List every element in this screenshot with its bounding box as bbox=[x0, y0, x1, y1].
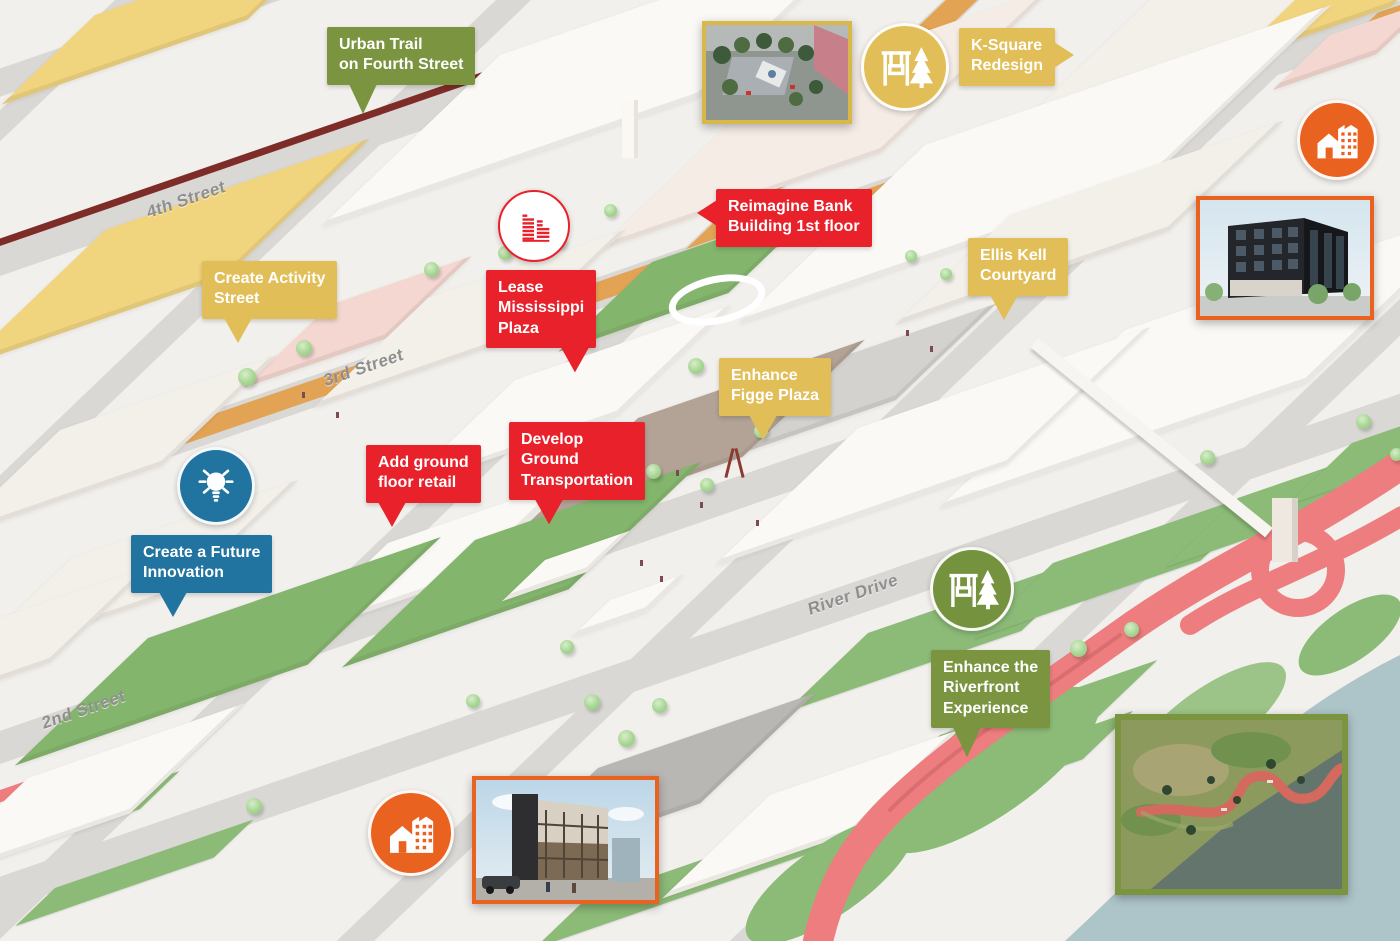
callout-line: Create Activity bbox=[214, 270, 326, 287]
callout-line: Add ground bbox=[378, 454, 469, 471]
callout-line: Courtyard bbox=[980, 267, 1057, 285]
tree bbox=[1390, 448, 1400, 461]
tree bbox=[940, 268, 952, 280]
callout-pointer bbox=[1054, 42, 1075, 68]
house-and-apartment-building-icon bbox=[390, 816, 434, 853]
callout-line: Enhance bbox=[731, 367, 798, 384]
lightbulb-icon bbox=[198, 469, 234, 502]
striped-buildings-icon bbox=[522, 214, 550, 242]
innovation-icon[interactable] bbox=[177, 447, 255, 525]
callout-line: Enhance the bbox=[943, 659, 1039, 676]
callout-line: floor retail bbox=[378, 474, 457, 492]
swing-and-pine-tree-icon bbox=[881, 47, 933, 88]
house-and-apartment-building-icon bbox=[1317, 124, 1358, 159]
tree bbox=[652, 698, 667, 713]
park-icon-green[interactable] bbox=[930, 547, 1014, 631]
callout-line: Urban Trail bbox=[339, 36, 423, 53]
callout-line: Create a Future bbox=[143, 544, 261, 561]
callout-line: Riverfront bbox=[943, 679, 1020, 697]
callout-line: Street bbox=[214, 290, 260, 308]
tree bbox=[1356, 414, 1371, 429]
tree bbox=[466, 694, 480, 708]
callout-reimagine-bank[interactable]: Reimagine Bank Building 1st floor bbox=[697, 189, 872, 247]
callout-pointer bbox=[159, 591, 187, 617]
callout-line: K-Square bbox=[971, 37, 1043, 54]
callout-enhance-riverfront[interactable]: Enhance the Riverfront Experience bbox=[931, 650, 1051, 758]
callout-ellis-kell[interactable]: Ellis Kell Courtyard bbox=[968, 238, 1069, 320]
callout-line: Lease bbox=[498, 279, 544, 296]
callout-line: Mississippi bbox=[498, 299, 585, 317]
callout-line: Ellis Kell bbox=[980, 247, 1047, 264]
housing-icon-top-right[interactable] bbox=[1297, 100, 1377, 180]
tree bbox=[560, 640, 574, 654]
callout-create-activity-street[interactable]: Create Activity Street bbox=[202, 261, 338, 343]
plaza-rendering-art bbox=[706, 25, 848, 120]
pedestrian-dot bbox=[700, 502, 703, 508]
callout-urban-trail[interactable]: Urban Trail on Fourth Street bbox=[327, 27, 476, 114]
callout-line: Transportation bbox=[521, 471, 634, 489]
callout-line: Develop bbox=[521, 431, 584, 448]
pedestrian-dot bbox=[302, 392, 305, 398]
housing-icon-bottom[interactable] bbox=[368, 790, 454, 876]
tree bbox=[238, 368, 256, 386]
tree bbox=[618, 730, 635, 747]
pedestrian-dot bbox=[336, 412, 339, 418]
photo-dark-apartment-building[interactable] bbox=[1196, 196, 1374, 320]
tree bbox=[296, 340, 312, 356]
callout-line: Redesign bbox=[971, 57, 1044, 75]
pedestrian-dot bbox=[906, 330, 909, 336]
apartment-rendering-art bbox=[476, 780, 655, 900]
park-icon-gold[interactable] bbox=[861, 23, 949, 111]
tree bbox=[646, 464, 661, 479]
downtown-buildings-icon[interactable] bbox=[498, 190, 570, 262]
callout-line: Innovation bbox=[143, 564, 224, 582]
callout-create-future-innovation[interactable]: Create a Future Innovation bbox=[131, 535, 273, 617]
callout-line: Plaza bbox=[498, 319, 539, 337]
tree bbox=[604, 204, 617, 217]
tree bbox=[424, 262, 439, 277]
pedestrian-dot bbox=[676, 470, 679, 476]
tree bbox=[1070, 640, 1087, 657]
tree bbox=[1200, 450, 1215, 465]
tree bbox=[700, 478, 714, 492]
photo-k-square-plaza[interactable] bbox=[702, 21, 852, 124]
skybridge-tower bbox=[1272, 498, 1298, 562]
callout-develop-ground-transportation[interactable]: Develop Ground Transportation bbox=[509, 422, 646, 525]
callout-line: Experience bbox=[943, 699, 1029, 717]
callout-add-ground-floor-retail[interactable]: Add ground floor retail bbox=[366, 445, 481, 527]
tree bbox=[905, 250, 917, 262]
callout-line: Reimagine Bank bbox=[728, 198, 853, 215]
callout-enhance-figge-plaza[interactable]: Enhance Figge Plaza bbox=[719, 358, 832, 440]
callout-lease-mississippi-plaza[interactable]: Lease Mississippi Plaza bbox=[486, 270, 597, 373]
photo-street-level-apartment[interactable] bbox=[472, 776, 659, 904]
dark-building-art bbox=[1200, 200, 1370, 316]
callout-line: on Fourth Street bbox=[339, 56, 464, 74]
riverfront-aerial-art bbox=[1121, 720, 1342, 889]
callout-pointer bbox=[224, 317, 252, 343]
pedestrian-dot bbox=[640, 560, 643, 566]
callout-line: Ground bbox=[521, 451, 579, 469]
tree bbox=[246, 798, 262, 814]
callout-line: Figge Plaza bbox=[731, 387, 820, 405]
pedestrian-dot bbox=[660, 576, 663, 582]
pedestrian-dot bbox=[930, 346, 933, 352]
tower-spire bbox=[622, 100, 638, 158]
tree bbox=[1124, 622, 1139, 637]
callout-line: Building 1st floor bbox=[728, 218, 860, 236]
photo-riverfront-boardwalk[interactable] bbox=[1115, 714, 1348, 895]
swing-and-pine-tree-icon bbox=[949, 569, 999, 610]
pedestrian-dot bbox=[756, 520, 759, 526]
tree bbox=[688, 358, 704, 374]
tree bbox=[584, 694, 600, 710]
callout-k-square[interactable]: K-Square Redesign bbox=[959, 28, 1075, 86]
